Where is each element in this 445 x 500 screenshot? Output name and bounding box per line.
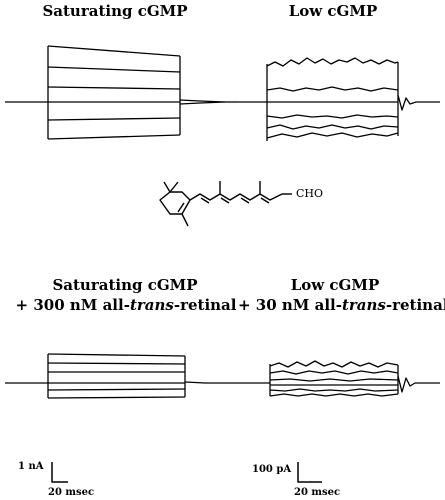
bottom-left-suffix: -retinal [173, 296, 237, 314]
tl-tail-a [179, 99, 226, 103]
title-bottom-right-line1: Low cGMP [290, 276, 380, 294]
aldehyde-label: CHO [296, 187, 324, 200]
gem-dimethyl-1 [163, 181, 171, 193]
bottom-right-trans: trans [341, 296, 386, 314]
chain-double-4 [260, 197, 270, 204]
top-right-traces [238, 57, 440, 141]
title-top-left: Saturating cGMP [42, 2, 188, 20]
tl-tail-b [179, 101, 226, 105]
bottom-left-traces [5, 353, 240, 399]
ring-methyl [181, 213, 189, 227]
scale-bar-right [297, 462, 322, 483]
polyene-chain [189, 193, 283, 201]
br-trace-1 [269, 360, 399, 368]
tr-trace-6 [266, 132, 399, 139]
scale-left-time: 20 msec [48, 487, 95, 498]
ring [159, 191, 191, 215]
tr-trace-1 [266, 57, 399, 67]
bl-trace-6 [47, 396, 186, 399]
br-trace-3 [269, 378, 399, 382]
br-tail [397, 375, 440, 393]
title-bottom-right-line2: + 30 nM all-trans-retinal [238, 296, 445, 314]
tl-trace-1 [47, 45, 181, 57]
tr-trace-2 [266, 86, 399, 92]
tr-tail [397, 94, 440, 111]
bottom-left-prefix: + 300 nM all- [15, 296, 130, 314]
bottom-right-prefix: + 30 nM all- [238, 296, 342, 314]
bl-tail [184, 381, 240, 384]
br-trace-5 [269, 388, 399, 392]
bottom-right-suffix: -retinal [385, 296, 445, 314]
scale-left-current: 1 nA [18, 461, 44, 472]
gem-dimethyl-2 [169, 181, 179, 193]
tl-trace-6 [47, 134, 181, 140]
chain-double-3 [240, 197, 250, 204]
tl-trace-2 [47, 66, 181, 73]
chain-double-1 [200, 197, 210, 204]
title-top-right: Low cGMP [288, 2, 378, 20]
bl-trace-2 [47, 362, 186, 365]
bl-trace-1 [47, 353, 186, 357]
bottom-left-trans: trans [129, 296, 174, 314]
scale-right-current: 100 pA [252, 464, 292, 475]
tl-trace-3 [47, 86, 181, 90]
br-trace-6 [269, 393, 399, 397]
bottom-right-traces [240, 360, 440, 397]
title-bottom-left-line1: Saturating cGMP [52, 276, 198, 294]
chain-double-2 [220, 197, 230, 204]
tr-trace-5 [266, 124, 399, 130]
title-bottom-left-line2: + 300 nM all-trans-retinal [8, 296, 244, 314]
scale-bar-left [51, 462, 68, 483]
bl-trace-5 [47, 388, 186, 391]
top-left-traces [5, 45, 238, 140]
tr-trace-4 [266, 114, 399, 119]
retinal-structure [159, 181, 292, 227]
ring-double-bond [177, 202, 185, 213]
tl-trace-5 [47, 117, 181, 121]
scale-right-time: 20 msec [294, 487, 341, 498]
br-trace-2 [269, 370, 399, 375]
